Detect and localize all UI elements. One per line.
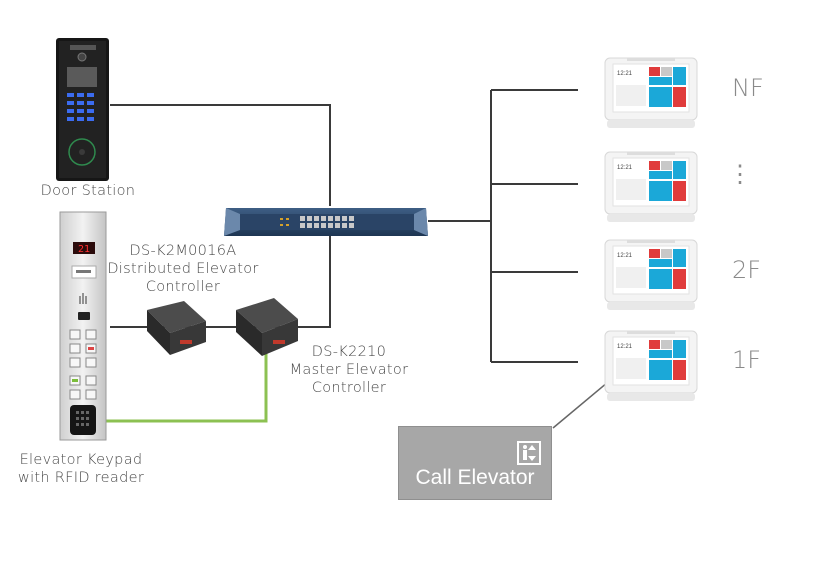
rs485-cable [98,352,268,423]
elevator-icon [517,441,541,465]
floor-label-nf: NF [732,74,764,102]
svg-text:12:21: 12:21 [617,71,633,77]
call-elevator-callout: Call Elevator [398,426,552,500]
distributed-controller-word: Controller [145,279,221,295]
indoor-monitor-mid: 12:21 [604,151,698,223]
network-switch [224,208,428,236]
indoor-monitor-nf: 12:21 [604,57,698,129]
master-elevator-controller [236,298,298,356]
master-controller-type: Master Elevator [289,362,409,378]
call-elevator-label: Call Elevator [415,466,535,489]
distributed-controller-label: DS-K2M0016A Distributed Elevator Control… [104,242,262,296]
floor-label-2f: 2F [732,256,762,284]
keypad-label-line1: Elevator Keypad [19,452,143,468]
door-station-cable [110,104,331,206]
floor-label-1f: 1F [732,346,762,374]
keypad-label-line2: with RFID reader [17,470,145,486]
distributed-controller-model: DS-K2M0016A [129,243,237,259]
distributed-elevator-controller [147,301,206,355]
indoor-monitor-1f: 12:21 [604,330,698,402]
master-controller-label: DS-K2210 Master Elevator Controller [276,343,422,397]
distributed-controller-type: Distributed Elevator [107,261,259,277]
elevator-keypad-panel: 21 [59,211,107,441]
master-controller-word: Controller [311,380,387,396]
keypad-label: Elevator Keypad with RFID reader [14,451,148,487]
door-station [56,38,109,181]
floor-label-ellipsis: ⋮ [728,160,752,188]
svg-text:12:21: 12:21 [617,344,633,350]
indoor-monitor-2f: 12:21 [604,239,698,311]
svg-text:21: 21 [78,244,90,255]
svg-text:12:21: 12:21 [617,165,633,171]
door-station-label: Door Station [40,183,136,199]
master-controller-model: DS-K2210 [311,344,387,360]
svg-text:12:21: 12:21 [617,253,633,259]
